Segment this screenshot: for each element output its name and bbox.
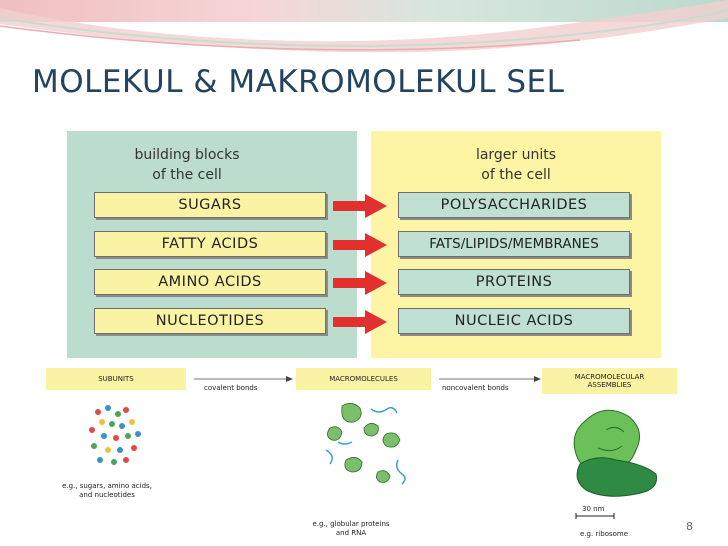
subunits-label: SUBUNITS	[46, 368, 186, 390]
building-blocks-heading-line1: building blocks	[134, 147, 240, 163]
covalent-bonds-label: covalent bonds	[204, 384, 258, 392]
subunits-caption-line1: e.g., sugars, amino acids,	[62, 482, 152, 490]
macromolecules-caption-line2: and RNA	[335, 529, 367, 537]
right-arrow-icon	[333, 271, 387, 295]
macromolecules-label: MACROMOLECULES	[296, 368, 431, 390]
building-block-item: FATTY ACIDS	[94, 231, 326, 257]
larger-units-panel: larger units of the cell POLYSACCHARIDES…	[371, 131, 661, 358]
assemblies-label-line1: MACROMOLECULAR	[574, 373, 645, 381]
header-decoration	[0, 0, 728, 53]
larger-unit-item: PROTEINS	[398, 269, 630, 295]
assembly-figure: SUBUNITS MACROMOLECULES MACROMOLECULAR A…	[46, 364, 680, 546]
assemblies-caption: e.g. ribosome	[580, 530, 629, 538]
page-number: 8	[686, 520, 693, 533]
macromolecules-caption-line1: e.g., globular proteins	[312, 520, 390, 528]
assemblies-label-line2: ASSEMBLIES	[587, 381, 632, 389]
larger-units-heading-line1: larger units	[475, 147, 557, 163]
macromolecules-illustration	[325, 403, 406, 485]
subunits-caption-line2: and nucleotides	[79, 491, 135, 499]
larger-unit-item: NUCLEIC ACIDS	[398, 308, 630, 334]
scale-label: 30 nm	[582, 505, 605, 513]
building-blocks-heading: building blocks of the cell	[67, 145, 307, 185]
assembly-diagram	[89, 376, 658, 519]
ribosome-illustration	[573, 409, 658, 519]
building-block-item: SUGARS	[94, 192, 326, 218]
building-blocks-panel: building blocks of the cell SUGARS FATTY…	[67, 131, 357, 358]
larger-unit-item: FATS/LIPIDS/MEMBRANES	[398, 231, 630, 257]
building-block-item: NUCLEOTIDES	[94, 308, 326, 334]
right-arrow-icon	[333, 233, 387, 257]
larger-units-heading: larger units of the cell	[411, 145, 621, 185]
building-block-item: AMINO ACIDS	[94, 269, 326, 295]
macromolecules-caption: e.g., globular proteins and RNA	[296, 520, 406, 538]
right-arrow-icon	[333, 310, 387, 334]
building-blocks-heading-line2: of the cell	[152, 167, 222, 183]
slide-title: MOLEKUL & MAKROMOLEKUL SEL	[32, 64, 565, 100]
larger-units-heading-line2: of the cell	[481, 167, 551, 183]
subunits-caption: e.g., sugars, amino acids, and nucleotid…	[52, 482, 162, 500]
larger-unit-item: POLYSACCHARIDES	[398, 192, 630, 218]
right-arrow-icon	[333, 194, 387, 218]
noncovalent-bonds-label: noncovalent bonds	[442, 384, 509, 392]
subunits-illustration	[89, 405, 141, 465]
assemblies-label: MACROMOLECULAR ASSEMBLIES	[542, 368, 677, 394]
